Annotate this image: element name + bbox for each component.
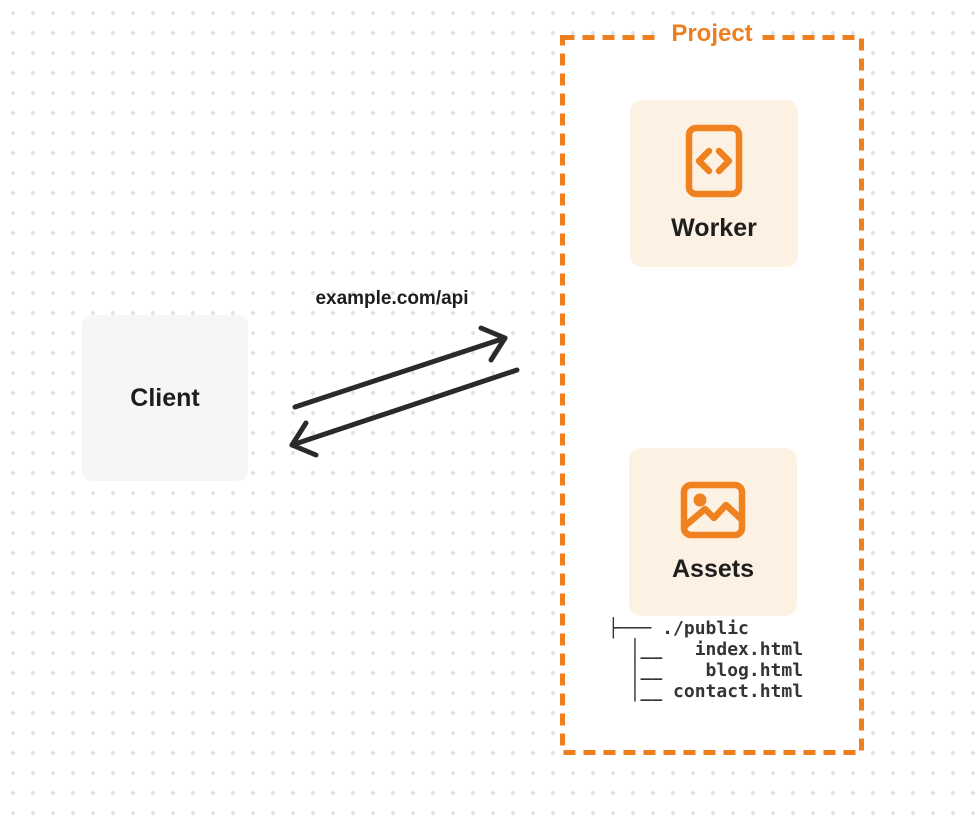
file-tree-item: │__ index.html — [608, 639, 804, 660]
project-label: Project — [662, 20, 762, 48]
image-icon — [680, 481, 746, 538]
client-label: Client — [130, 383, 200, 412]
code-file-icon — [685, 124, 743, 198]
chevron-right-glyph — [715, 147, 733, 175]
project-container: Project Worker Assets — [560, 20, 864, 755]
request-arrow-line — [292, 335, 508, 410]
request-url-label: example.com/api — [315, 288, 469, 309]
worker-node: Worker — [630, 100, 798, 267]
client-node: Client — [82, 315, 248, 481]
worker-label: Worker — [671, 214, 757, 242]
file-tree-item: │__ contact.html — [608, 681, 804, 702]
request-arrow-head — [478, 325, 508, 363]
image-outline — [680, 481, 746, 538]
file-tree-root: ├─── ./public — [608, 618, 749, 639]
assets-node: Assets — [629, 448, 797, 616]
assets-label: Assets — [672, 554, 754, 583]
response-arrow-head — [289, 420, 319, 458]
code-file-outline — [685, 124, 743, 198]
response-arrow-line — [289, 367, 520, 448]
image-mountains — [681, 501, 745, 529]
file-tree-item: │__ blog.html — [608, 660, 804, 681]
image-sun-dot — [693, 493, 707, 506]
chevron-left-glyph — [695, 147, 713, 175]
assets-file-tree: ├─── ./public │__ index.html │__ blog.ht… — [608, 618, 803, 702]
